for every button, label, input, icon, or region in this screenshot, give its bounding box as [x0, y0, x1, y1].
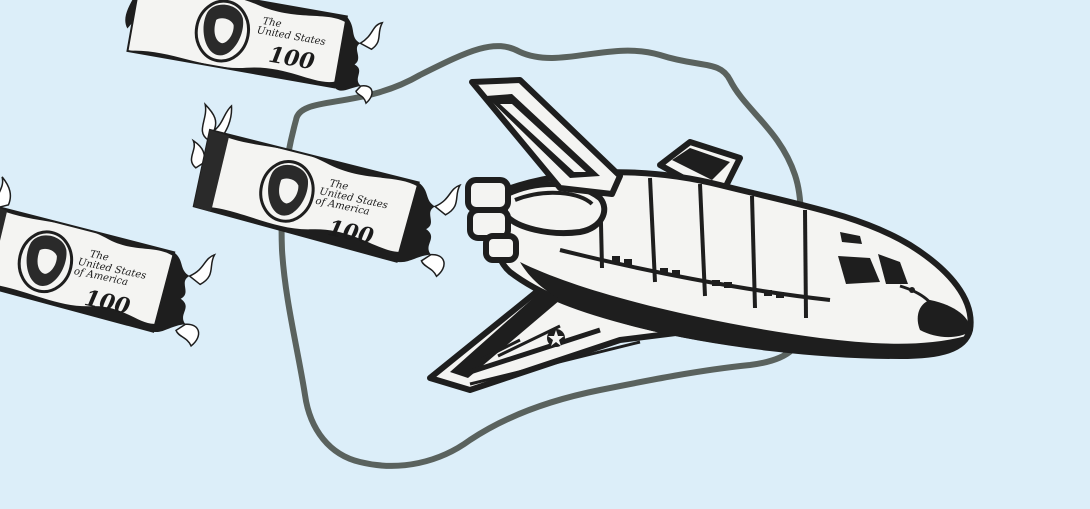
- engine-nozzles: [465, 177, 519, 263]
- bill-top-text-1: The: [262, 16, 283, 30]
- burning-bill-left: The United States of America 100: [0, 176, 217, 348]
- space-shuttle: [427, 77, 974, 393]
- bill-left-text-1: The: [89, 249, 110, 264]
- burning-bill-top: The United States 100: [125, 0, 384, 105]
- flame-edge-right: [334, 16, 361, 91]
- burning-bill-middle: The United States of America 100: [190, 102, 462, 278]
- cockpit-windows: [838, 256, 880, 284]
- shuttle-nose: [917, 300, 971, 338]
- bill-middle-text-1: The: [328, 178, 349, 193]
- fuselage-windows: [612, 256, 784, 298]
